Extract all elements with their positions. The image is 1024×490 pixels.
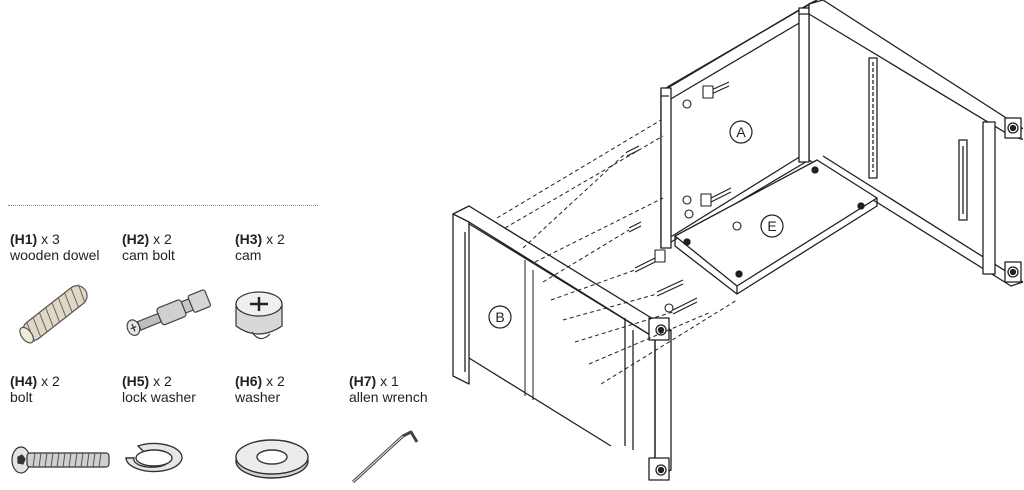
frame-right — [808, 0, 1023, 287]
part-code: (H6) — [235, 373, 263, 389]
part-qty: x 2 — [41, 373, 60, 389]
assembly-diagram: A E B — [452, 0, 1023, 481]
wooden-dowel-icon — [19, 284, 88, 344]
part-qty: x 2 — [153, 231, 172, 247]
cam-icon — [235, 291, 283, 340]
panel-label-e: E — [760, 214, 784, 238]
frame-b — [452, 205, 672, 481]
part-name: cam — [235, 247, 262, 263]
part-qty: x 2 — [266, 373, 285, 389]
part-code: (H4) — [10, 373, 38, 389]
part-label-h5: (H5) x 2 lock washer — [122, 373, 196, 405]
part-label-h3: (H3) x 2 cam — [235, 231, 285, 263]
part-code: (H5) — [122, 373, 150, 389]
panel-label-b: B — [488, 305, 512, 329]
part-name: bolt — [10, 389, 33, 405]
part-label-h1: (H1) x 3 wooden dowel — [10, 231, 100, 263]
part-name: wooden dowel — [10, 247, 100, 263]
part-name: cam bolt — [122, 247, 175, 263]
part-qty: x 3 — [41, 231, 60, 247]
part-label-h6: (H6) x 2 washer — [235, 373, 285, 405]
allen-wrench-icon — [351, 430, 419, 484]
part-code: (H2) — [122, 231, 150, 247]
part-name: washer — [235, 389, 281, 405]
part-qty: x 2 — [153, 373, 172, 389]
part-name: allen wrench — [349, 389, 428, 405]
svg-text:B: B — [495, 309, 504, 325]
section-divider — [8, 205, 318, 206]
washer-icon — [235, 439, 309, 479]
cam-bolt-icon — [126, 289, 212, 337]
part-name: lock washer — [122, 389, 196, 405]
part-label-h4: (H4) x 2 bolt — [10, 373, 60, 405]
part-label-h7: (H7) x 1 allen wrench — [349, 373, 428, 405]
bolt-icon — [11, 446, 110, 474]
svg-text:A: A — [736, 124, 746, 140]
part-label-h2: (H2) x 2 cam bolt — [122, 231, 175, 263]
alignment-lines — [496, 119, 738, 385]
part-code: (H7) — [349, 373, 377, 389]
part-code: (H1) — [10, 231, 38, 247]
panel-label-a: A — [729, 120, 753, 144]
lock-washer-icon — [125, 442, 183, 473]
part-qty: x 1 — [380, 373, 399, 389]
svg-text:E: E — [767, 218, 776, 234]
part-code: (H3) — [235, 231, 263, 247]
part-qty: x 2 — [266, 231, 285, 247]
